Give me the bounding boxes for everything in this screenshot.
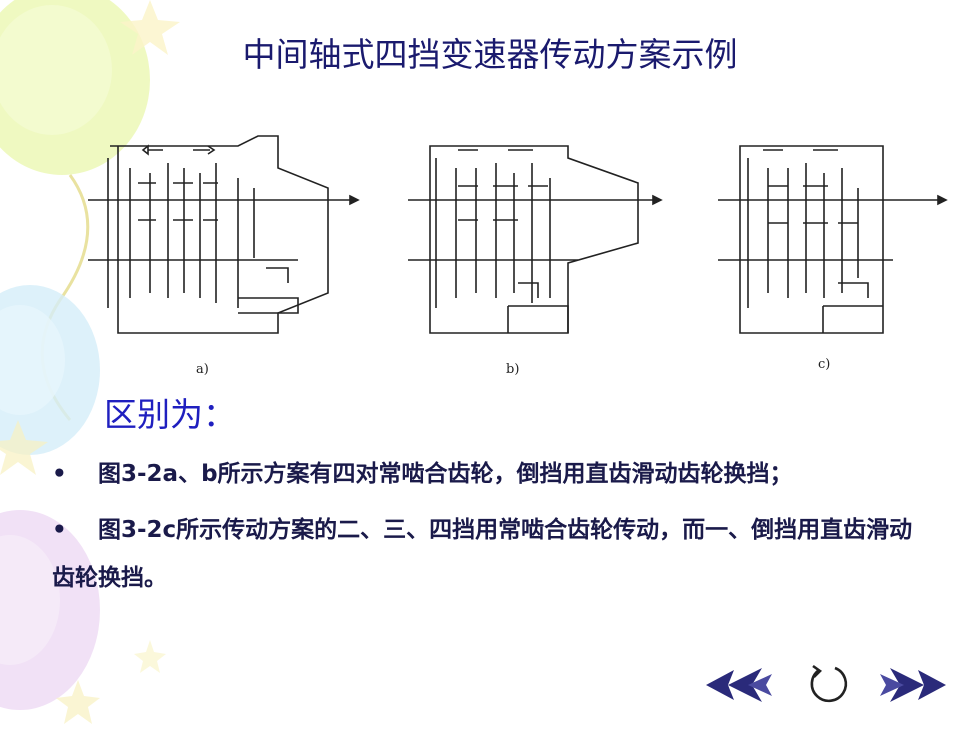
- double-arrow-right-icon: [880, 668, 946, 702]
- return-circle-icon: [810, 664, 848, 703]
- bullet-marker: •: [52, 517, 67, 543]
- bullet-list: •图3-2a、b所示方案有四对常啮合齿轮，倒挡用直齿滑动齿轮换挡； •图3-2c…: [52, 450, 932, 610]
- diagram-label-b: b): [506, 362, 519, 377]
- star-icon: [0, 420, 48, 475]
- bullet-text: 图3-2a、b所示方案有四对常啮合齿轮，倒挡用直齿滑动齿轮换挡；: [98, 461, 793, 487]
- list-item: •图3-2c所示传动方案的二、三、四挡用常啮合齿轮传动，而一、倒挡用直齿滑动齿轮…: [52, 506, 932, 602]
- double-arrow-left-icon: [706, 668, 772, 702]
- star-icon: [120, 0, 180, 55]
- diagram-label-c: c): [818, 357, 830, 372]
- list-item: • 图3-2a、b所示方案有四对常啮合齿轮，倒挡用直齿滑动齿轮换挡；: [52, 450, 932, 498]
- gearbox-diagrams: a) b) c): [88, 135, 948, 377]
- bullet-marker: •: [52, 461, 67, 487]
- diagram-c-schematic: [718, 145, 948, 334]
- diagram-b-schematic: [408, 145, 663, 334]
- bullet-text: 图3-2c所示传动方案的二、三、四挡用常啮合齿轮传动，而一、倒挡用直齿滑动齿轮换…: [52, 517, 913, 591]
- previous-slide-button[interactable]: [704, 660, 774, 710]
- next-slide-button[interactable]: [878, 660, 948, 710]
- return-button[interactable]: [805, 660, 851, 710]
- subheading: 区别为：: [104, 395, 236, 434]
- star-icon: [134, 640, 166, 673]
- slide-title: 中间轴式四挡变速器传动方案示例: [242, 35, 738, 74]
- star-icon: [56, 680, 100, 724]
- diagram-a-schematic: [88, 135, 360, 334]
- diagram-label-a: a): [196, 362, 209, 377]
